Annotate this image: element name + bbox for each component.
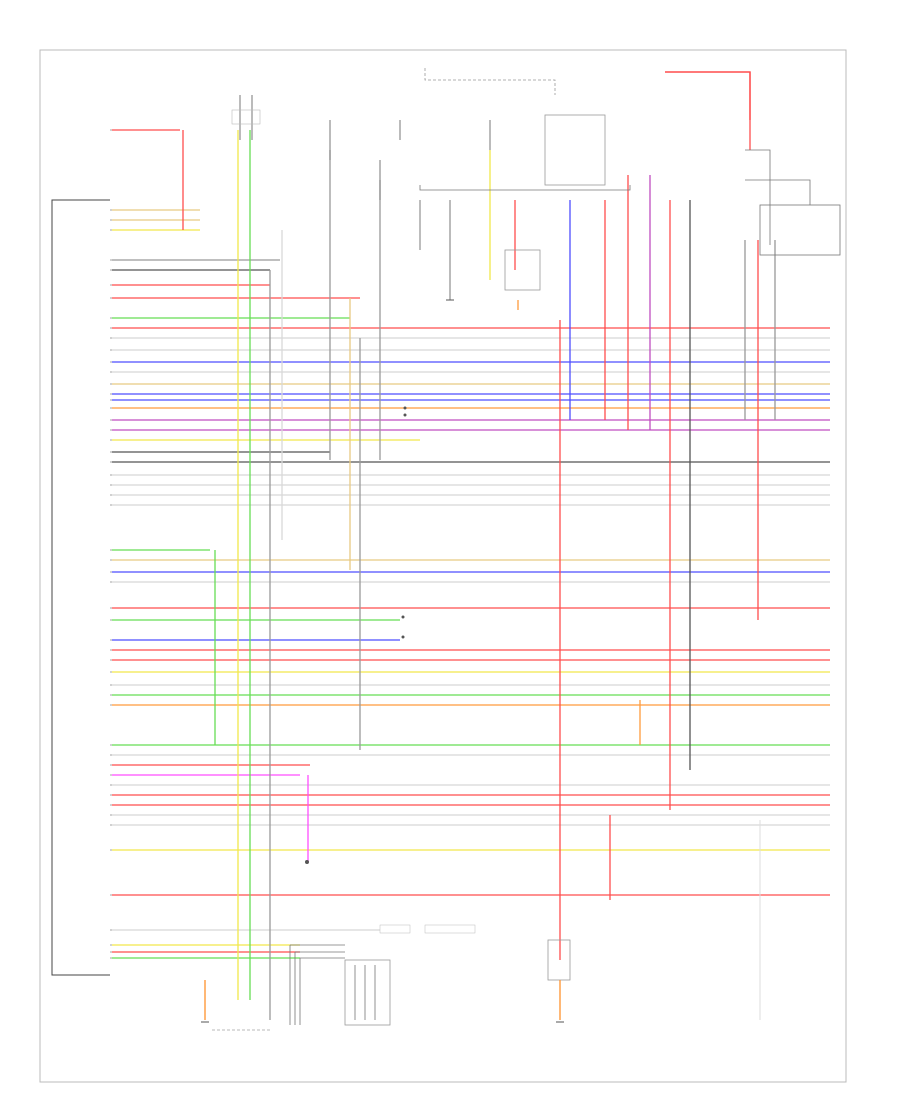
ground-left-bottom	[201, 980, 270, 1031]
shield-connector-bottom	[547, 939, 571, 1023]
ignition-switch	[231, 95, 261, 140]
control-module-connector	[51, 129, 116, 976]
ground-battery	[446, 200, 454, 301]
fuse-box-top	[329, 120, 491, 200]
horizontal-wires	[112, 129, 830, 959]
mid-connectors	[379, 406, 476, 934]
battery-block	[665, 71, 841, 256]
pink-ground	[305, 860, 309, 864]
sensor-connector-bottom	[344, 959, 391, 1026]
diagram-frame	[39, 49, 847, 1083]
vertical-wires	[182, 72, 776, 1025]
relay-module	[419, 68, 631, 291]
